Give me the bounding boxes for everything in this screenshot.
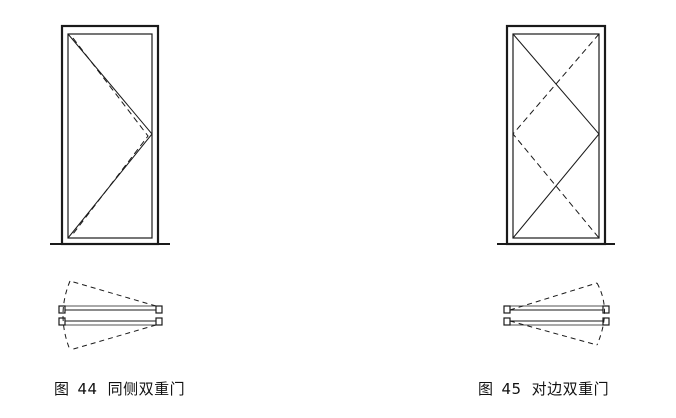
figure-title: 同侧双重门 bbox=[107, 380, 186, 398]
door-outer-frame bbox=[60, 24, 160, 246]
swing-leaf-open-2 bbox=[69, 324, 157, 351]
jamb-bottom-right bbox=[155, 317, 163, 326]
door-inner-frame bbox=[512, 33, 600, 239]
figure-caption-45: 图 45 对边双重门 bbox=[478, 378, 609, 399]
jamb-top-right bbox=[155, 305, 163, 314]
figure-caption-44: 图 44 同侧双重门 bbox=[54, 378, 185, 399]
opening-swing-dashed bbox=[512, 33, 600, 239]
figure-label: 图 bbox=[54, 380, 70, 398]
door-plan-fig44 bbox=[58, 280, 163, 351]
swing-arc bbox=[62, 280, 71, 351]
jamb-top-left bbox=[503, 305, 511, 314]
swing-leaf-open-2 bbox=[509, 320, 598, 346]
jamb-top-left bbox=[58, 305, 66, 314]
door-plan-fig45 bbox=[503, 282, 610, 346]
door-outer-frame bbox=[505, 24, 607, 246]
swing-leaf-open-1 bbox=[509, 282, 598, 311]
opening-swing-dashed bbox=[72, 37, 149, 235]
jamb-bottom-left bbox=[503, 317, 511, 326]
figure-number: 45 bbox=[501, 380, 522, 398]
jamb-top-right bbox=[602, 305, 610, 314]
swing-leaf-open-1 bbox=[69, 280, 157, 307]
door-elevation-fig44 bbox=[50, 24, 170, 246]
figure-number: 44 bbox=[77, 380, 98, 398]
jamb-bottom-left bbox=[58, 317, 66, 326]
door-elevation-fig45 bbox=[497, 24, 615, 246]
opening-swing-solid bbox=[512, 33, 600, 239]
door-inner-frame bbox=[67, 33, 153, 239]
opening-swing-solid bbox=[67, 33, 153, 239]
figure-label: 图 bbox=[478, 380, 494, 398]
swing-arc bbox=[596, 282, 605, 346]
figure-title: 对边双重门 bbox=[531, 380, 610, 398]
